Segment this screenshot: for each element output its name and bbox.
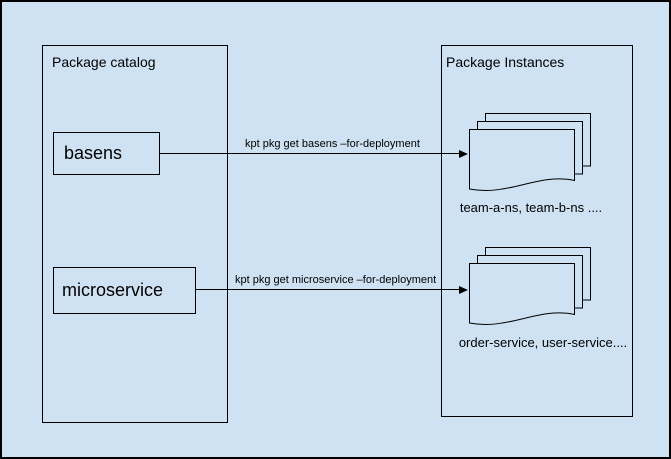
arrow-line-microservice: [196, 289, 459, 290]
package-node-basens: basens: [53, 132, 160, 175]
arrow-head-icon: [459, 285, 468, 294]
document-stack-icon: [469, 247, 591, 325]
package-node-basens-label: basens: [64, 143, 123, 163]
stack-caption-services: order-service, user-service....: [458, 335, 628, 350]
package-node-microservice-label: microservice: [62, 280, 164, 300]
package-node-microservice: microservice: [53, 267, 196, 314]
arrow-head-icon: [459, 149, 468, 158]
command-label-basens: kpt pkg get basens –for-deployment: [245, 138, 420, 150]
package-instances-container: [441, 45, 633, 417]
command-label-microservice: kpt pkg get microservice –for-deployment: [235, 274, 437, 286]
package-instances-title: Package Instances: [446, 54, 565, 70]
package-catalog-container: [42, 45, 228, 423]
stack-caption-namespaces: team-a-ns, team-b-ns ....: [459, 200, 603, 215]
arrow-line-basens: [160, 153, 459, 154]
document-stack-icon: [469, 113, 591, 191]
package-catalog-title: Package catalog: [52, 54, 156, 70]
